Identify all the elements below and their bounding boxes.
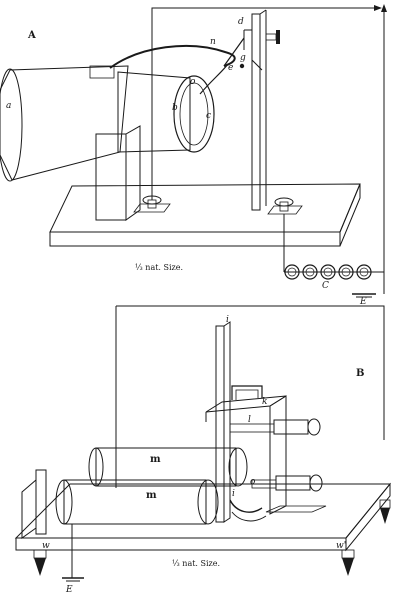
drum-cylinder [117, 71, 215, 153]
leveling-foot-right [341, 549, 355, 576]
armature-arcs [229, 499, 267, 522]
part-label-m-upper: m [150, 454, 161, 465]
part-label-g: g [240, 53, 246, 63]
figure-b-label: B [356, 368, 364, 379]
part-label-C: C [322, 281, 329, 291]
part-label-w-prime: w' [336, 541, 346, 551]
electromagnet-upper [88, 447, 248, 487]
adjusting-screw-lower [251, 474, 323, 492]
part-label-a: a [6, 101, 11, 111]
part-label-o: o [190, 77, 196, 87]
part-label-b: b [172, 103, 178, 113]
caption-b: ⅓ nat. Size. [172, 559, 220, 568]
leveling-foot-left [33, 549, 47, 576]
pedestal-a [95, 125, 141, 221]
binding-screw-right-a [267, 197, 303, 215]
earth-plate-a [352, 293, 376, 298]
figure-b: B i k l m m o i w w' E ⅓ nat. Size. [14, 305, 392, 595]
caption-a: ⅓ nat. Size. [135, 263, 183, 272]
part-label-E-top: E [359, 297, 367, 307]
battery-cells [284, 264, 385, 294]
leveling-foot-back [379, 499, 391, 524]
part-label-o-b: o [250, 477, 256, 487]
part-label-i-top: i [226, 315, 229, 325]
clamp-screw-a [265, 30, 280, 44]
part-label-k: k [262, 397, 267, 407]
part-label-c: c [206, 111, 211, 121]
base-board-a [49, 183, 361, 247]
side-block [21, 469, 47, 539]
part-label-d: d [238, 17, 244, 27]
circuit-wires-a [151, 4, 387, 294]
earth-plate-b [62, 577, 84, 582]
part-label-l: l [248, 415, 251, 425]
figure-a: A a b c o n d e g C E ⅓ nat. Size. [0, 4, 387, 307]
figure-a-label: A [27, 30, 36, 41]
part-label-E-bottom: E [65, 585, 73, 595]
circuit-wires-b [71, 305, 385, 578]
part-label-i-lower: i [232, 489, 235, 499]
upright-post-a [243, 9, 280, 211]
part-label-m-lower: m [146, 490, 157, 501]
adjusting-screw-upper [229, 418, 321, 436]
part-label-w: w [42, 541, 50, 551]
upright-post-b [215, 321, 231, 523]
part-label-n: n [210, 37, 216, 47]
electromagnet-lower [55, 479, 219, 525]
part-label-e: e [228, 63, 233, 73]
armature-frame [205, 385, 327, 515]
spring-arm [109, 37, 245, 95]
cone-horn [0, 65, 129, 182]
